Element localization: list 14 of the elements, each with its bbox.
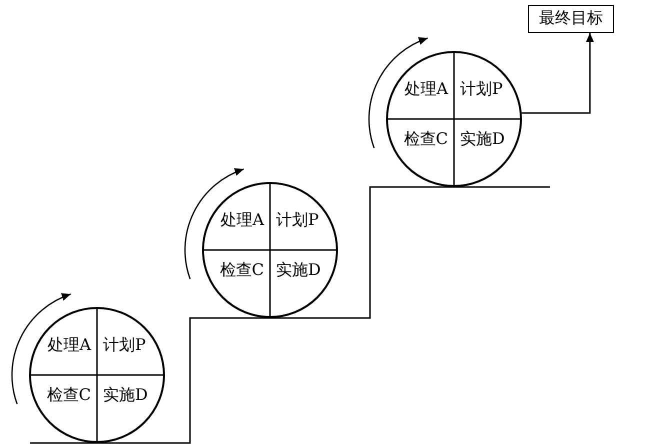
quadrant-label: 检查C (404, 129, 448, 149)
quadrant-label: 处理A (220, 210, 264, 230)
goal-box: 最终目标 (528, 5, 614, 33)
quadrant-label: 实施D (103, 385, 148, 405)
quadrant-label: 检查C (220, 260, 264, 280)
quadrant-label: 实施D (460, 129, 505, 149)
quadrant-label: 实施D (276, 260, 321, 280)
quadrant-label: 检查C (46, 385, 91, 405)
quadrant-label: 处理A (404, 79, 448, 99)
quadrant-label: 计划P (276, 210, 319, 230)
quadrant-label: 计划P (103, 335, 146, 355)
quadrant-label: 计划P (460, 79, 503, 99)
quadrant-label: 处理A (47, 335, 91, 355)
arrow (522, 33, 594, 114)
